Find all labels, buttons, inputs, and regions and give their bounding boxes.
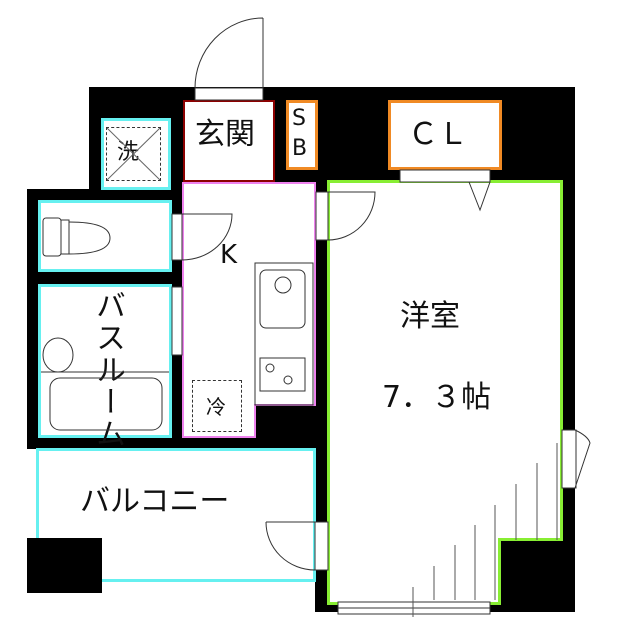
washer-dashed-box <box>106 127 161 181</box>
western-corner-border-v <box>498 538 501 605</box>
closet-door-icon <box>399 169 491 212</box>
washer-cross-icon <box>106 127 161 181</box>
toilet-door-icon <box>171 213 233 261</box>
kitchen-wall-notch <box>256 406 316 440</box>
closet-label: ＣＬ <box>408 117 468 152</box>
shoe-box-label-b: B <box>292 136 308 161</box>
shoe-box-label-s: S <box>292 106 306 131</box>
shoe-box <box>286 100 318 170</box>
toilet-icon <box>42 217 111 257</box>
kitchen-label: K <box>220 240 238 270</box>
western-corner-border-h <box>498 538 563 541</box>
bottom-window-icon <box>337 601 491 615</box>
bathroom-label: バスルーム <box>90 290 125 450</box>
bath-door-icon <box>171 286 183 356</box>
bathroom <box>38 284 172 438</box>
right-window-icon <box>561 429 591 489</box>
entrance-room <box>183 100 275 182</box>
kitchen-sink-icon <box>254 262 314 406</box>
sunlight-lines <box>412 443 558 617</box>
western-room-label: 洋室 <box>400 299 460 334</box>
balcony-corner-block <box>27 538 102 593</box>
washer-label: 洗 <box>117 140 140 165</box>
western-room <box>327 180 563 605</box>
western-room-size: 7．３帖 <box>382 380 492 415</box>
room-door-icon <box>315 191 376 241</box>
closet <box>388 100 502 170</box>
balcony-door-icon <box>265 521 329 571</box>
western-room-corner-wall <box>500 540 575 612</box>
fridge-label: 冷 <box>206 395 226 419</box>
washer-space <box>101 118 171 190</box>
front-door-icon <box>194 17 264 101</box>
bathtub-icon <box>41 337 169 431</box>
toilet-room <box>38 200 172 272</box>
balcony-label: バルコニー <box>80 484 230 519</box>
fridge-dashed-box <box>192 380 242 432</box>
kitchen <box>182 182 316 438</box>
entrance-label: 玄関 <box>195 117 255 152</box>
kitchen-notch-border-v <box>254 404 256 438</box>
stove-icon <box>259 357 306 392</box>
